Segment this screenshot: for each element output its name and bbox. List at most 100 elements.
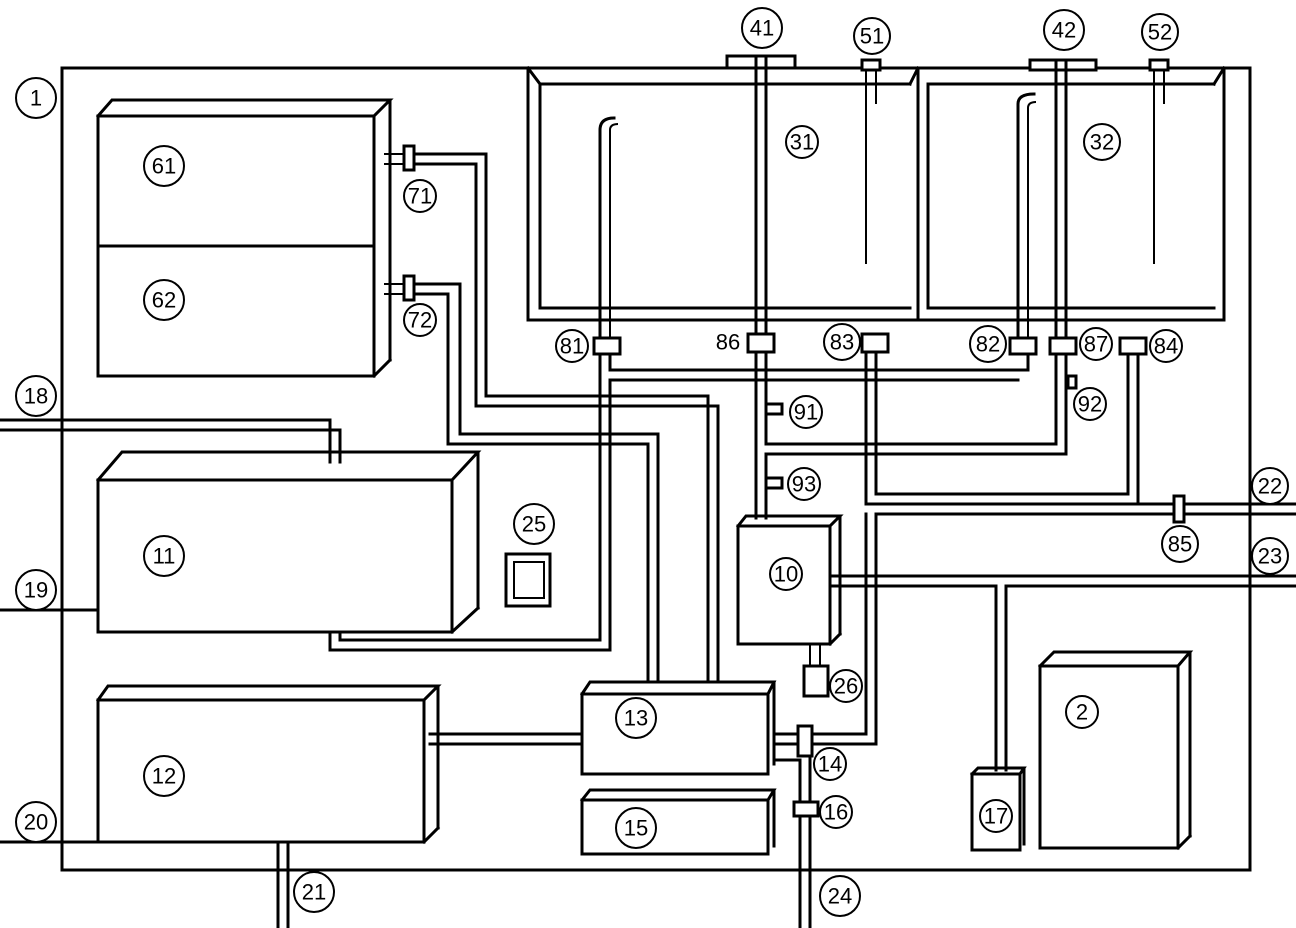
- label-52: 52: [1141, 13, 1179, 51]
- svg-text:61: 61: [152, 154, 176, 179]
- label-31: 31: [785, 125, 819, 159]
- label-62: 62: [143, 279, 185, 321]
- label-24: 24: [819, 875, 861, 917]
- label-14: 14: [813, 747, 847, 781]
- label-71: 71: [403, 179, 437, 213]
- valve-86: [746, 332, 776, 354]
- svg-text:84: 84: [1154, 334, 1178, 359]
- label-86: 86: [716, 330, 740, 355]
- svg-text:32: 32: [1090, 130, 1114, 155]
- svg-text:21: 21: [302, 880, 326, 905]
- svg-text:20: 20: [24, 810, 48, 835]
- label-84: 84: [1149, 329, 1183, 363]
- svg-text:81: 81: [560, 334, 584, 359]
- svg-text:26: 26: [834, 674, 858, 699]
- tank-32: [916, 65, 1227, 322]
- label-92: 92: [1073, 387, 1107, 421]
- label-61: 61: [143, 145, 185, 187]
- svg-text:17: 17: [984, 804, 1008, 829]
- label-21: 21: [293, 871, 335, 913]
- label-13: 13: [615, 697, 657, 739]
- sensor-26: [802, 664, 830, 698]
- label-32: 32: [1083, 123, 1121, 161]
- svg-text:12: 12: [152, 764, 176, 789]
- svg-text:92: 92: [1078, 392, 1102, 417]
- svg-text:2: 2: [1076, 700, 1088, 725]
- valve-84: [1118, 336, 1148, 356]
- svg-text:87: 87: [1084, 332, 1108, 357]
- label-11: 11: [143, 535, 185, 577]
- valve-82: [1008, 336, 1038, 356]
- sensor-93: [764, 476, 784, 490]
- valve-72: [402, 274, 416, 302]
- svg-text:19: 19: [24, 578, 48, 603]
- sensor-92: [1066, 374, 1078, 390]
- inlet-cap-41: [725, 54, 797, 70]
- svg-text:52: 52: [1148, 20, 1172, 45]
- label-93: 93: [787, 467, 821, 501]
- label-19: 19: [15, 569, 57, 611]
- label-16: 16: [819, 795, 853, 829]
- svg-text:10: 10: [774, 562, 798, 587]
- svg-text:25: 25: [522, 512, 546, 537]
- svg-text:31: 31: [790, 130, 814, 155]
- label-42: 42: [1043, 9, 1085, 51]
- valve-14: [796, 724, 814, 758]
- label-41: 41: [741, 7, 783, 49]
- container-13: [579, 680, 777, 776]
- container-61: [95, 98, 394, 362]
- label-51: 51: [853, 17, 891, 55]
- label-26: 26: [829, 669, 863, 703]
- svg-text:83: 83: [830, 330, 854, 355]
- valve-85: [1172, 494, 1186, 524]
- inlet-cap-42: [1028, 58, 1098, 72]
- label-2: 2: [1065, 695, 1099, 729]
- svg-text:62: 62: [152, 288, 176, 313]
- tank-31: [525, 65, 921, 322]
- container-15: [579, 788, 777, 856]
- sensor-91: [764, 402, 784, 416]
- label-81: 81: [555, 329, 589, 363]
- svg-text:71: 71: [408, 184, 432, 209]
- label-25: 25: [513, 503, 555, 545]
- svg-text:16: 16: [824, 800, 848, 825]
- label-18: 18: [15, 375, 57, 417]
- valve-87: [1048, 336, 1078, 356]
- valve-83: [860, 332, 890, 354]
- label-12: 12: [143, 755, 185, 797]
- valve-16: [792, 800, 820, 818]
- svg-text:72: 72: [408, 308, 432, 333]
- svg-text:82: 82: [976, 332, 1000, 357]
- container-2: [1037, 650, 1194, 851]
- svg-text:51: 51: [860, 24, 884, 49]
- label-87: 87: [1079, 327, 1113, 361]
- label-10: 10: [769, 557, 803, 591]
- svg-text:22: 22: [1258, 474, 1282, 499]
- svg-text:91: 91: [794, 400, 818, 425]
- label-91: 91: [789, 395, 823, 429]
- label-1: 1: [15, 77, 57, 119]
- valve-71: [402, 144, 416, 172]
- svg-text:13: 13: [624, 706, 648, 731]
- svg-text:23: 23: [1258, 544, 1282, 569]
- sensor-cap-52: [1148, 58, 1170, 72]
- svg-text:1: 1: [30, 86, 42, 111]
- label-17: 17: [979, 799, 1013, 833]
- container-62: [96, 244, 393, 379]
- label-82: 82: [969, 325, 1007, 363]
- svg-text:18: 18: [24, 384, 48, 409]
- sensor-cap-51: [860, 58, 882, 72]
- svg-text:85: 85: [1168, 532, 1192, 557]
- label-83: 83: [823, 323, 861, 361]
- label-22: 22: [1251, 467, 1289, 505]
- valve-81: [592, 336, 622, 356]
- label-23: 23: [1251, 537, 1289, 575]
- svg-text:93: 93: [792, 472, 816, 497]
- svg-text:14: 14: [818, 752, 842, 777]
- svg-text:42: 42: [1052, 18, 1076, 43]
- svg-text:11: 11: [153, 544, 176, 569]
- label-15: 15: [615, 807, 657, 849]
- label-20: 20: [15, 801, 57, 843]
- label-72: 72: [403, 303, 437, 337]
